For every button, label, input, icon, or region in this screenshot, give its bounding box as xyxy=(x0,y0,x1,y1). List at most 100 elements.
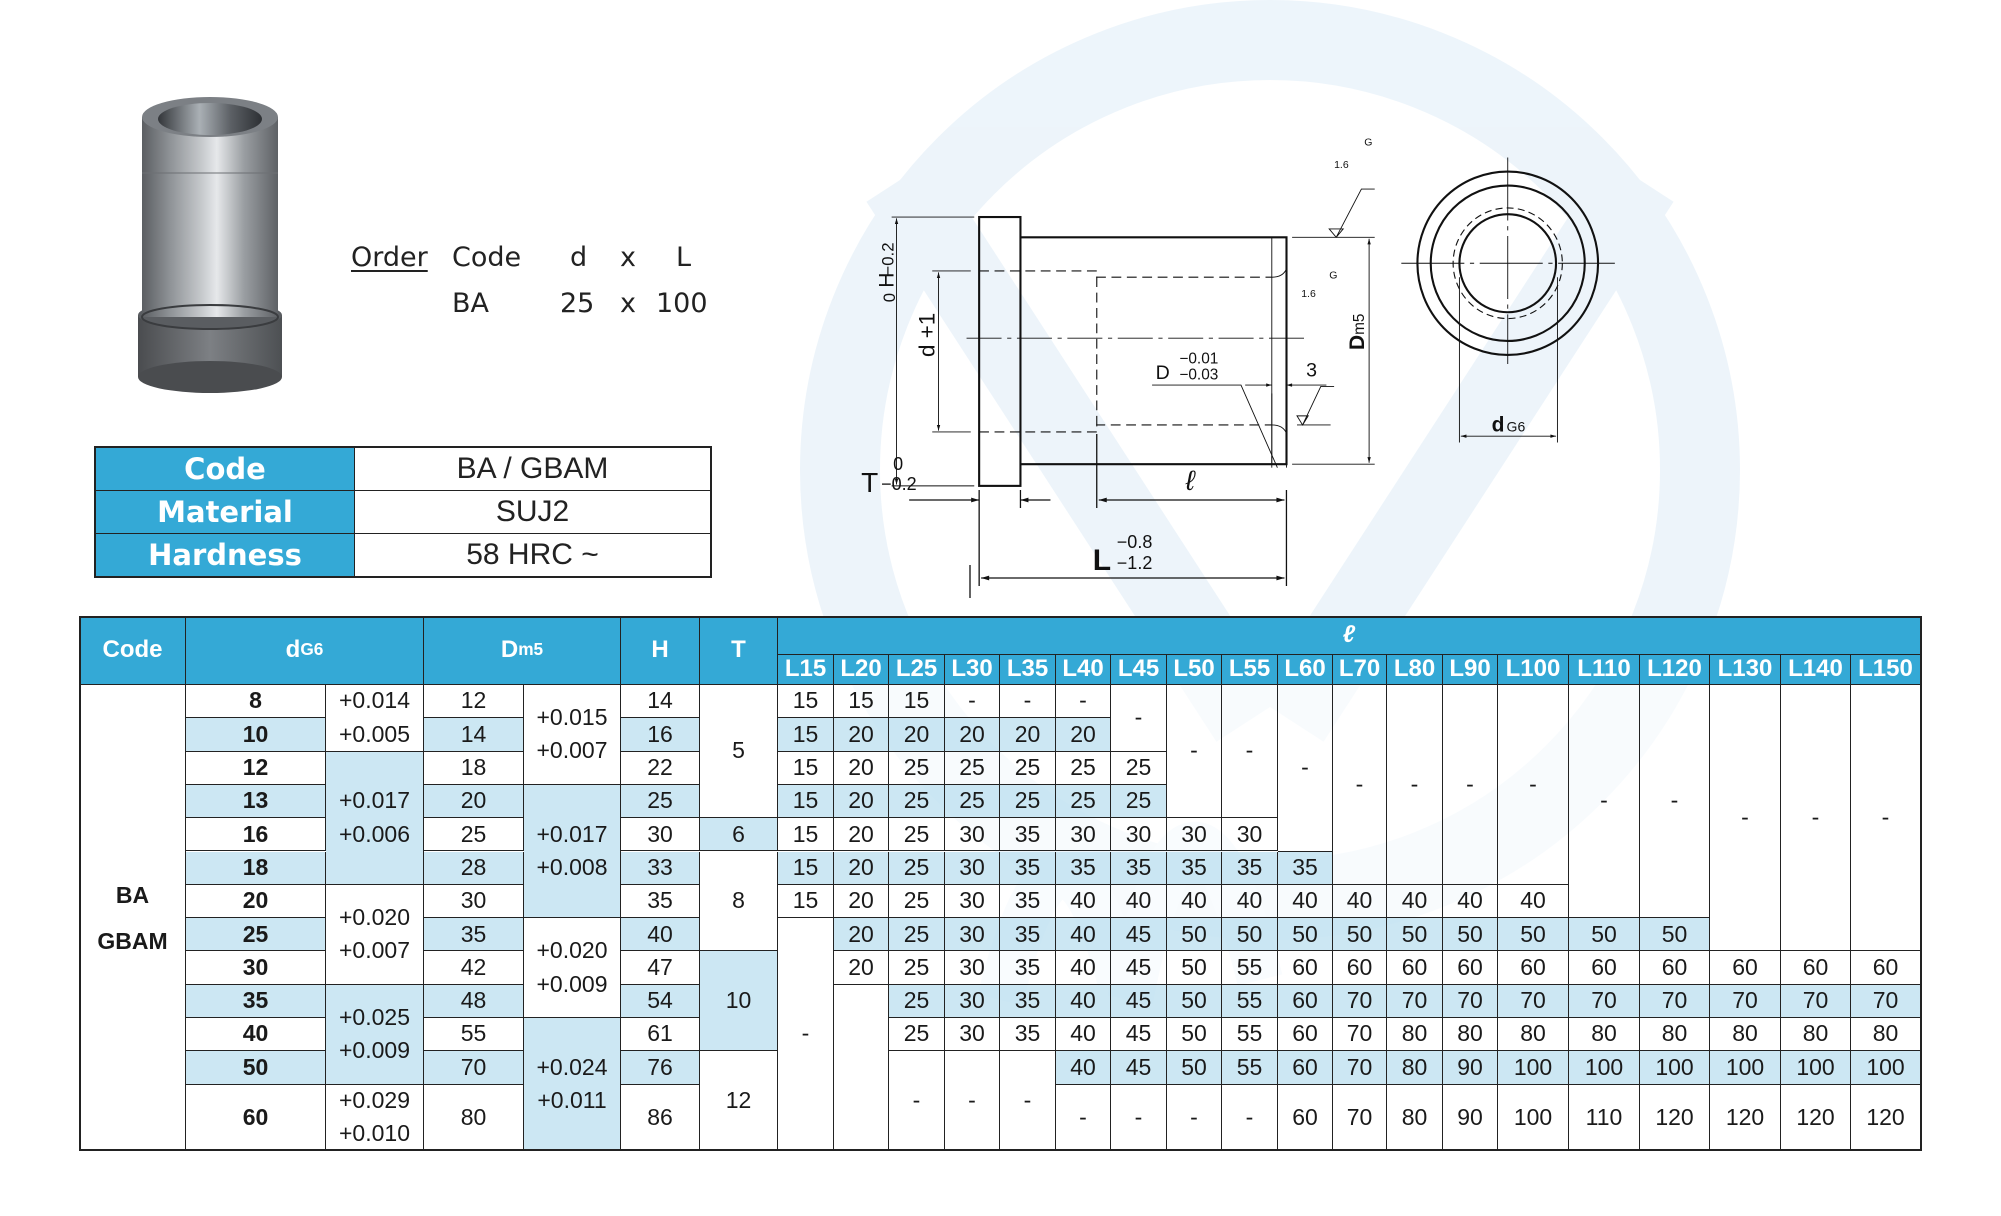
length-value: 70 xyxy=(1346,1103,1373,1130)
length-value: 30 xyxy=(959,987,985,1014)
big-d-cell: 25 xyxy=(424,818,524,852)
length-cell: 60 xyxy=(1333,951,1387,985)
d-value: 12 xyxy=(242,754,269,781)
h-value: 25 xyxy=(647,787,673,814)
length-cell: 35 xyxy=(1278,851,1333,885)
d-value: 40 xyxy=(242,1020,269,1047)
header-ell-label: ℓ xyxy=(1342,620,1356,648)
h-upper-tol: 0 xyxy=(880,293,899,302)
header-l100: L100 xyxy=(1498,655,1569,685)
length-cell: 35 xyxy=(1222,851,1278,885)
length-value: 50 xyxy=(1181,1020,1207,1047)
length-cell: - xyxy=(1498,685,1569,885)
chamfer-dimension xyxy=(1152,384,1278,468)
length-cell: 25 xyxy=(1111,784,1167,819)
length-value: 15 xyxy=(792,720,819,747)
length-cell: 20 xyxy=(834,718,889,752)
length-value: 15 xyxy=(792,887,819,914)
length-value: 35 xyxy=(1014,1020,1041,1047)
length-value: 55 xyxy=(1236,987,1263,1014)
length-cell: 25 xyxy=(945,751,1000,785)
t-label: T xyxy=(861,467,878,498)
length-cell: - xyxy=(778,918,834,1152)
d-value: 25 xyxy=(242,920,269,947)
length-value: 30 xyxy=(1236,820,1263,847)
length-value: 30 xyxy=(1181,820,1207,847)
length-value: 50 xyxy=(1520,920,1546,947)
spec-row-material: Material SUJ2 xyxy=(94,490,712,534)
length-cell: 40 xyxy=(1333,884,1387,919)
roughness-grade-top: G xyxy=(1364,137,1372,149)
length-value: - xyxy=(1410,770,1419,797)
d-plus-one-label: d +1 xyxy=(914,313,939,357)
header-l40: L40 xyxy=(1056,655,1111,685)
header-l-column-label: L55 xyxy=(1228,655,1271,683)
length-value: 50 xyxy=(1236,920,1263,947)
length-value: 20 xyxy=(848,754,874,781)
big-d-cell: 12 xyxy=(424,685,524,719)
length-cell: - xyxy=(1167,1084,1222,1152)
t-upper-tol: 0 xyxy=(893,454,903,474)
length-cell: 25 xyxy=(1000,751,1056,785)
length-value: 55 xyxy=(1236,1020,1263,1047)
length-value: 35 xyxy=(1070,853,1096,880)
length-value: 30 xyxy=(959,820,985,847)
d-value: 10 xyxy=(242,720,269,747)
length-cell: 70 xyxy=(1498,984,1569,1018)
length-value: - xyxy=(1600,787,1608,814)
length-value: 35 xyxy=(1236,853,1263,880)
d-tolerance-cell-line: +0.007 xyxy=(339,937,410,964)
length-cell: 20 xyxy=(1056,718,1111,752)
length-cell: 60 xyxy=(1278,951,1333,985)
length-value: 50 xyxy=(1181,1053,1207,1080)
length-value: 55 xyxy=(1236,953,1263,980)
length-cell: 40 xyxy=(1443,884,1498,919)
length-value: - xyxy=(1134,704,1143,731)
length-value: 70 xyxy=(1661,987,1688,1014)
length-cell: - xyxy=(1710,685,1781,952)
length-cell: 25 xyxy=(889,951,945,985)
length-cell: - xyxy=(1781,685,1851,952)
roughness-value-top: 1.6 xyxy=(1334,159,1349,171)
t-value: 12 xyxy=(725,1087,752,1114)
header-l55: L55 xyxy=(1222,655,1278,685)
length-value: 20 xyxy=(848,720,874,747)
length-cell: 50 xyxy=(1333,918,1387,952)
length-cell: 100 xyxy=(1640,1051,1710,1085)
h-label: H xyxy=(876,273,899,288)
length-cell xyxy=(834,984,889,1152)
length-cell: 120 xyxy=(1851,1084,1921,1152)
length-value: 30 xyxy=(959,1020,985,1047)
header-l-column-label: L100 xyxy=(1505,655,1561,683)
header-l90: L90 xyxy=(1443,655,1498,685)
h-cell: 25 xyxy=(621,784,700,819)
length-value: - xyxy=(1134,1103,1143,1130)
length-cell: 25 xyxy=(889,851,945,885)
header-l-column-label: L110 xyxy=(1577,655,1631,683)
length-value: - xyxy=(1079,1103,1087,1130)
length-value: 25 xyxy=(1070,787,1096,814)
length-cell: 25 xyxy=(1056,751,1111,785)
d-tolerance-cell-line: +0.014 xyxy=(339,687,410,714)
header-l50: L50 xyxy=(1167,655,1222,685)
length-cell: - xyxy=(1000,685,1056,719)
length-cell: 40 xyxy=(1056,1018,1111,1052)
length-value: 50 xyxy=(1457,920,1483,947)
big-d-value: 20 xyxy=(460,787,487,814)
dg6-sub: G6 xyxy=(1507,418,1526,434)
spec-row-hardness: Hardness 58 HRC ~ xyxy=(94,533,712,578)
length-cell: 70 xyxy=(1569,984,1640,1018)
dm5-main: D xyxy=(1346,335,1369,350)
header-h: H xyxy=(621,616,700,685)
length-cell: 15 xyxy=(778,884,834,919)
length-value: 90 xyxy=(1457,1053,1483,1080)
length-value: 60 xyxy=(1292,1020,1318,1047)
length-cell: 100 xyxy=(1710,1051,1781,1085)
length-value: 40 xyxy=(1401,887,1428,914)
big-d-value: 30 xyxy=(460,887,487,914)
length-cell: 15 xyxy=(778,718,834,752)
length-value: 40 xyxy=(1070,1020,1096,1047)
length-value: 35 xyxy=(1014,887,1041,914)
